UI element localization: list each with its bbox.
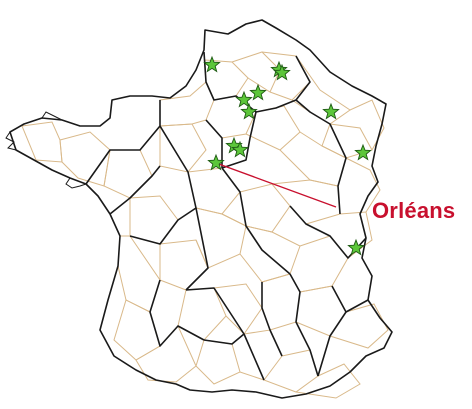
marker-alpes-star-icon — [347, 238, 365, 256]
marker-oise-2-star-icon — [249, 83, 267, 101]
department-borders — [21, 51, 389, 399]
marker-aisne-2-star-icon — [273, 63, 291, 81]
marker-bas-rhin-star-icon — [354, 143, 372, 161]
marker-oise-3-star-icon — [240, 102, 258, 120]
orleans-pointer-line — [215, 162, 337, 208]
marker-oise-1-star-icon — [235, 90, 253, 108]
city-label-orleans: Orléans — [372, 198, 456, 223]
marker-essonne-2-star-icon — [231, 140, 249, 158]
marker-layer — [203, 55, 372, 256]
marker-orleans-star-icon — [207, 153, 225, 171]
marker-meuse-star-icon — [322, 102, 340, 120]
coastline-detail — [5, 111, 87, 189]
marker-somme-star-icon — [203, 55, 221, 73]
